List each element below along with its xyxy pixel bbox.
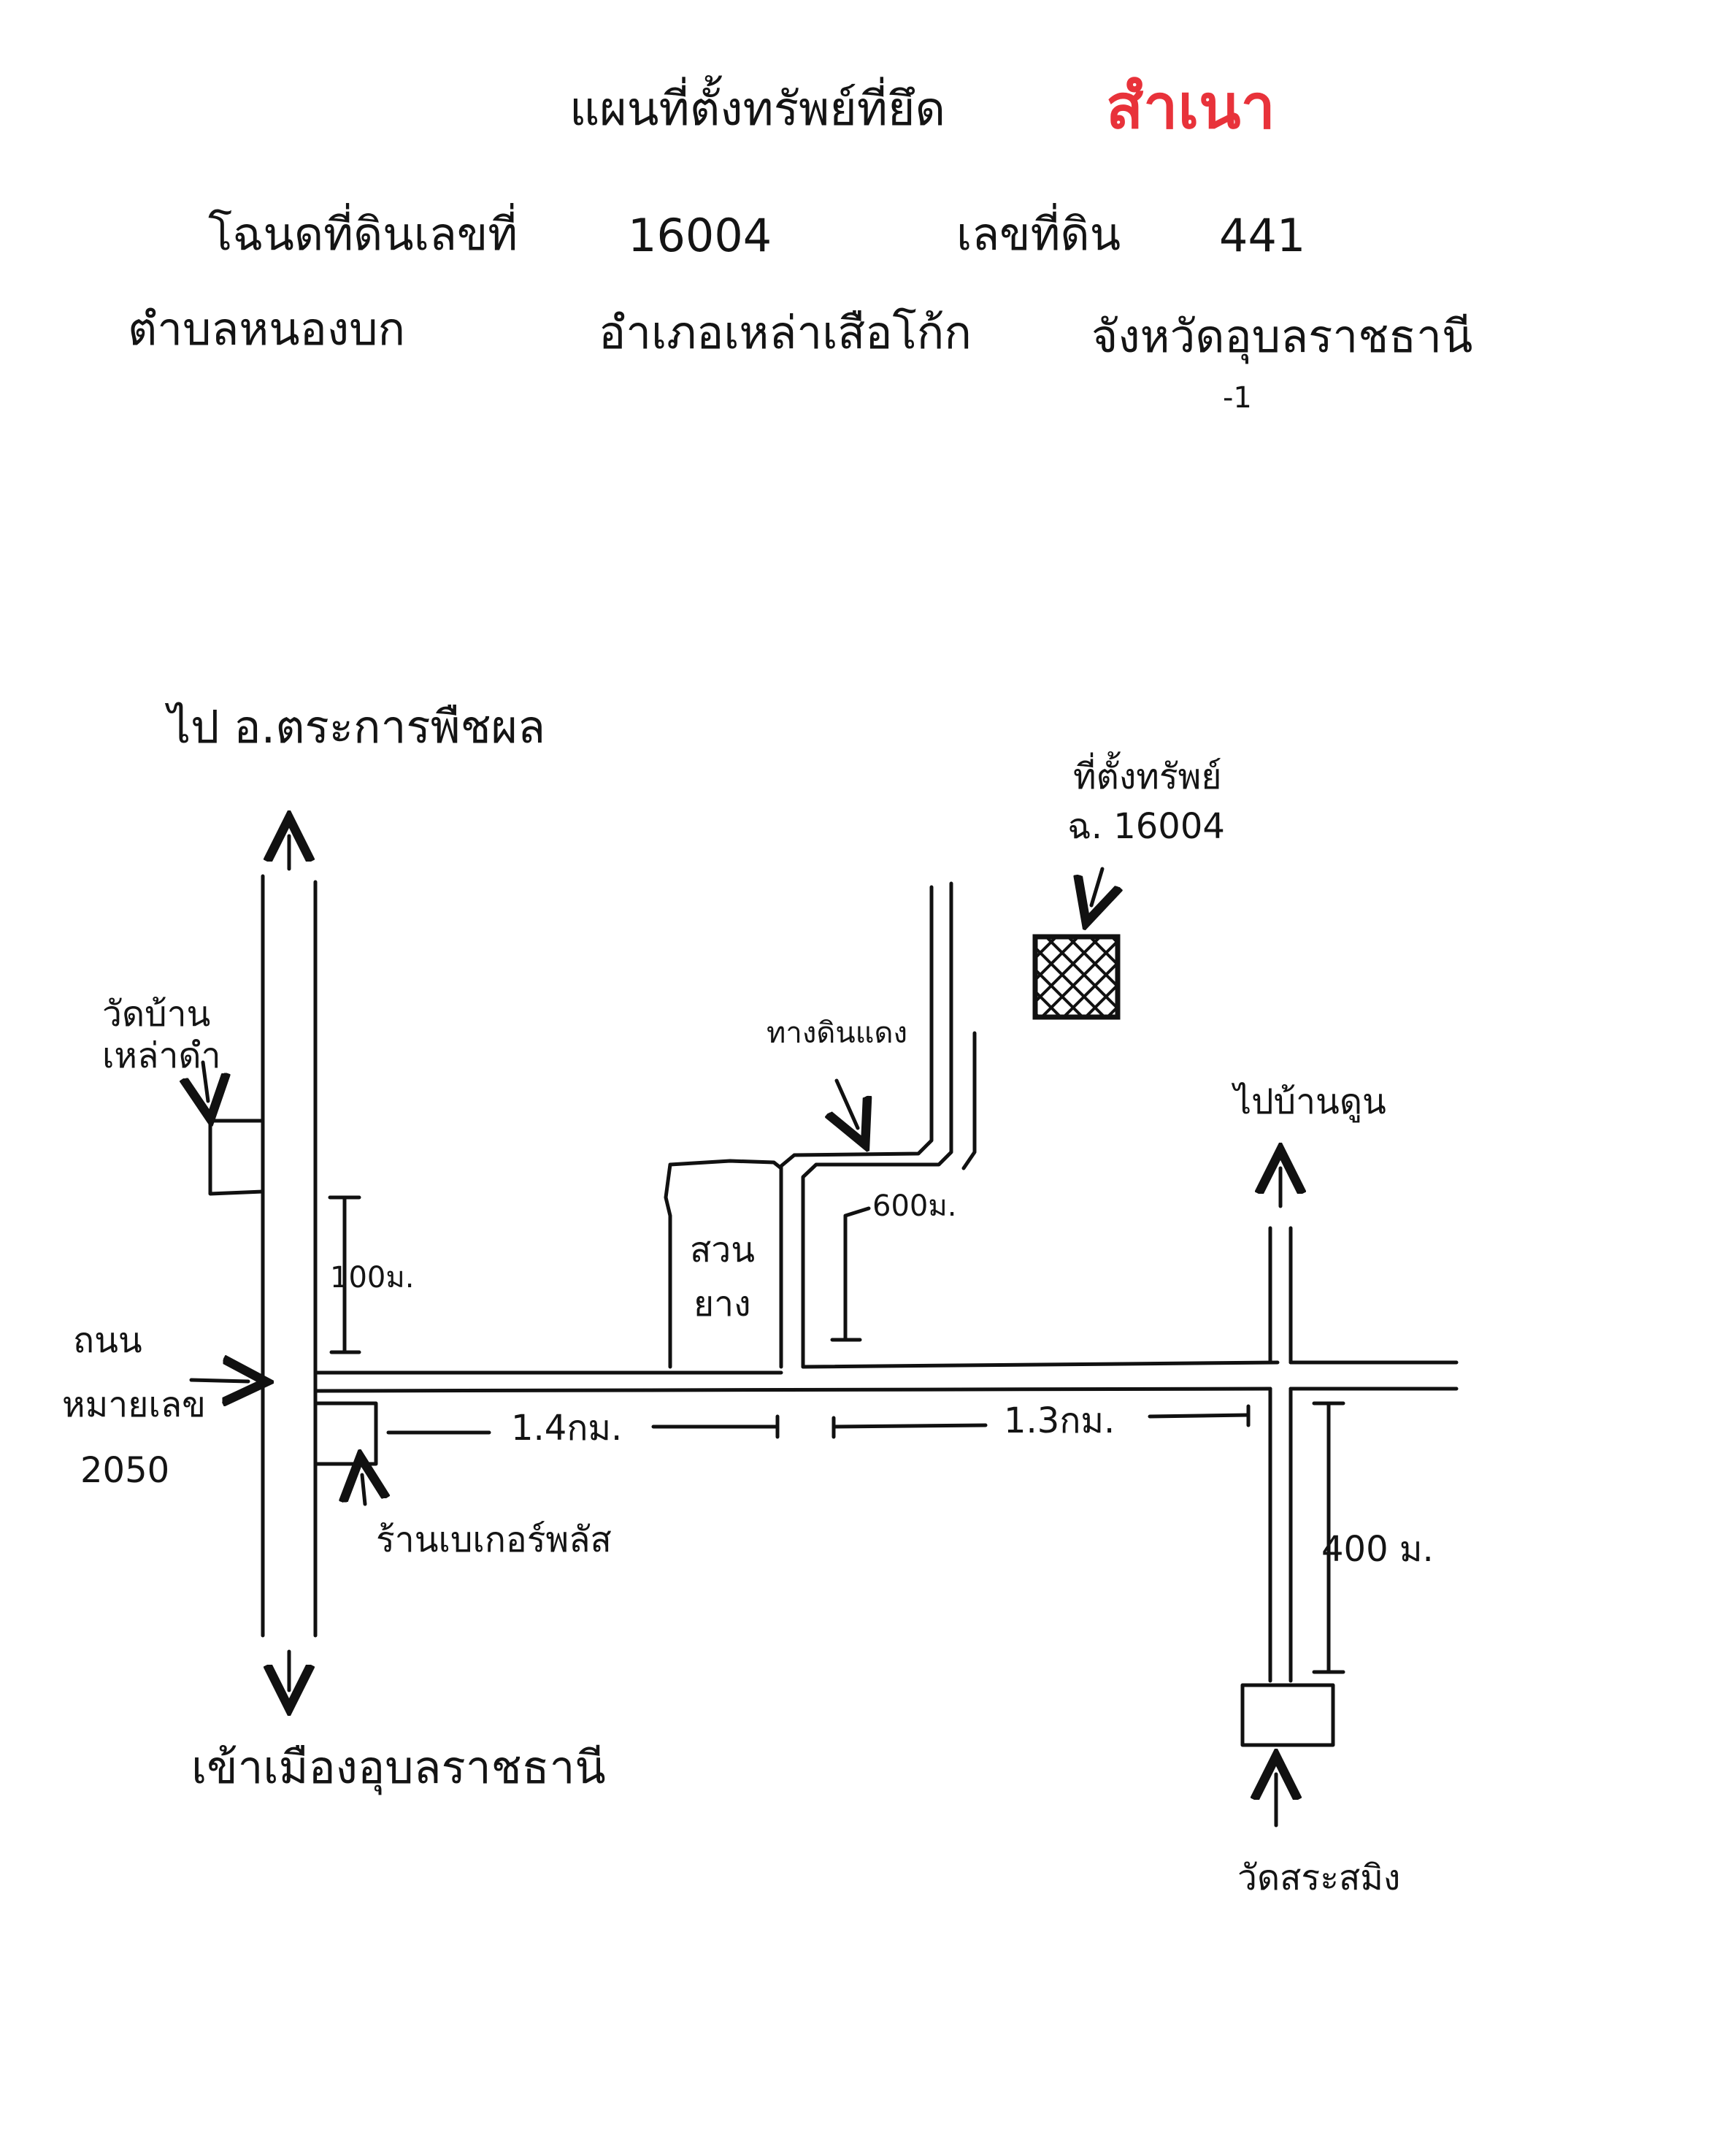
margin-note: -1	[1223, 381, 1252, 415]
dirt-road-outer	[779, 885, 934, 1369]
map-title: แผนที่ตั้งทรัพย์ที่ยึด	[569, 83, 945, 137]
bakery-shop-label: ร้านเบเกอร์พลัส	[376, 1519, 612, 1560]
deed-label: โฉนดที่ดินเลขที่	[208, 207, 518, 261]
rubber-garden-line2: ยาง	[694, 1284, 751, 1324]
property-parcel	[1032, 934, 1121, 1020]
land-number-label: เลขที่ดิน	[956, 207, 1121, 261]
road-label-line1: ถนน	[73, 1320, 142, 1361]
road-label-line2: หมายเลข	[62, 1384, 206, 1425]
land-number: 441	[1219, 209, 1306, 262]
dist-side-label: 600ม.	[872, 1189, 957, 1223]
temple-left-line1: วัดบ้าน	[102, 994, 211, 1035]
bakery-shop-box	[313, 1401, 378, 1466]
temple-left-line2: เหล่าดำ	[102, 1035, 221, 1076]
deed-number: 16004	[628, 209, 772, 262]
property-label-line1: ที่ตั้งทรัพย์	[1073, 756, 1222, 797]
dirt-road-spur	[961, 1031, 977, 1170]
rubber-garden-line1: สวน	[690, 1230, 756, 1270]
dist-1-label: 1.4กม.	[511, 1408, 623, 1449]
dirt-road-label: ทางดินแดง	[767, 1016, 907, 1050]
main-road-bottom-edge	[313, 1387, 1272, 1393]
copy-stamp: สำเนา	[1106, 71, 1275, 142]
to-north-label: ไป อ.ตระการพืชผล	[168, 700, 545, 754]
district: อำเภอเหล่าเสือโก้ก	[599, 306, 972, 359]
dist-2-label: 1.3กม.	[1004, 1400, 1115, 1441]
dist-left-vertical: 100ม.	[330, 1261, 415, 1295]
to-south-label: เข้าเมืองอุบลราชธานี	[191, 1741, 606, 1794]
to-east-label: ไปบ้านดูน	[1234, 1081, 1386, 1122]
temple-right-label: วัดสระสมิง	[1237, 1857, 1401, 1898]
temple-left-box	[208, 1119, 265, 1196]
rubber-garden-outline	[664, 1159, 783, 1369]
road-label-line3: 2050	[80, 1450, 170, 1491]
dist-right-label: 400 ม.	[1321, 1529, 1434, 1570]
dirt-road-inner	[801, 881, 953, 1369]
property-label-line2: ฉ. 16004	[1067, 806, 1225, 847]
subdistrict: ตำบลหนองบก	[128, 302, 406, 356]
province: จังหวัดอุบลราชธานี	[1091, 310, 1473, 363]
temple-right-box	[1240, 1683, 1335, 1747]
